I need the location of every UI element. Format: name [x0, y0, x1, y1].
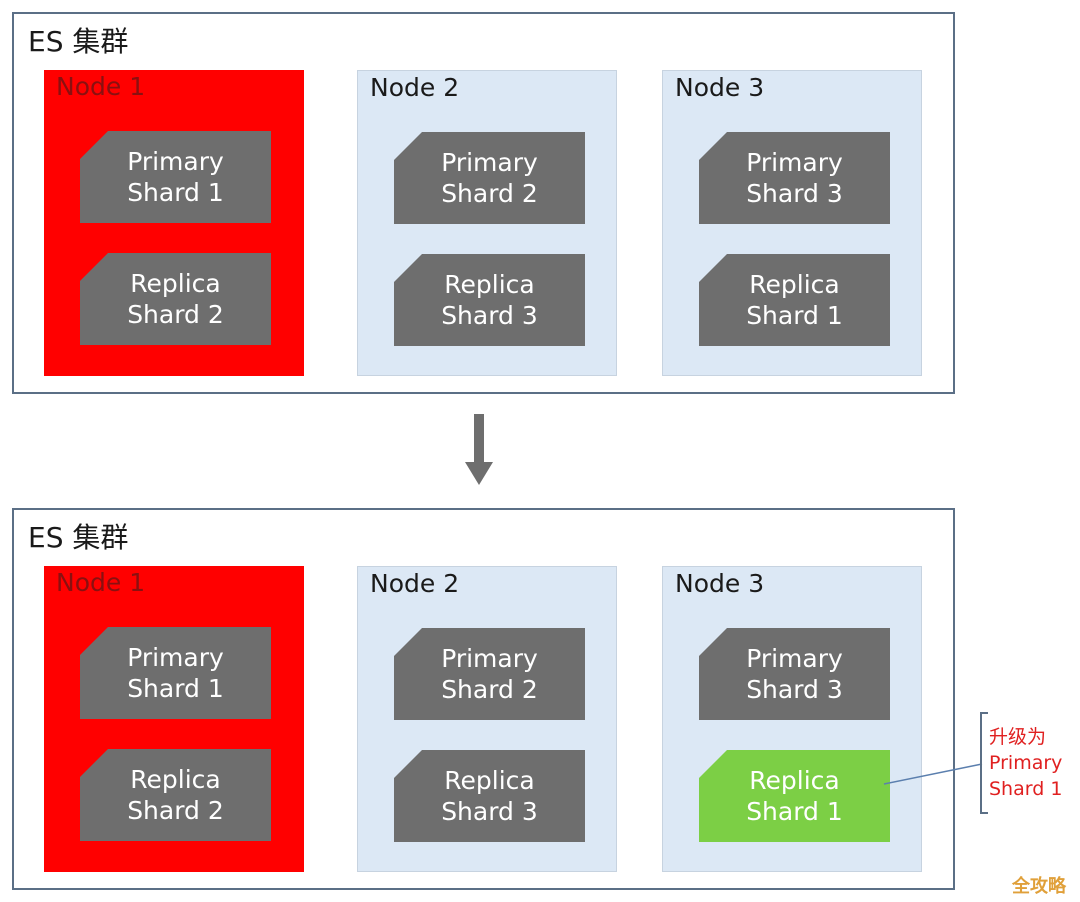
shard-id: Shard 2 — [127, 300, 224, 329]
node-2: Node 2 Primary Shard 2 Replica Shard 3 — [357, 70, 617, 376]
shard-id: Shard 3 — [746, 675, 843, 704]
node-2: Node 2 Primary Shard 2 Replica Shard 3 — [357, 566, 617, 872]
cluster-after: ES 集群 Node 1 Primary Shard 1 Replica Sha… — [12, 508, 955, 890]
node-label: Node 2 — [370, 569, 460, 598]
replica-shard: Replica Shard 1 — [699, 254, 890, 346]
shard-type: Replica — [130, 765, 221, 794]
callout-line: Primary — [989, 752, 1063, 774]
node-label: Node 1 — [56, 72, 146, 101]
cluster-title: ES 集群 — [28, 521, 129, 554]
shard-id: Shard 2 — [441, 179, 538, 208]
node-3: Node 3 Primary Shard 3 Replica Shard 1 — [662, 70, 922, 376]
shard-id: Shard 1 — [746, 797, 843, 826]
shard-id: Shard 1 — [127, 178, 224, 207]
callout-line: Shard 1 — [989, 778, 1063, 800]
shard-type: Primary — [746, 644, 843, 673]
shard-type: Primary — [441, 148, 538, 177]
replica-shard: Replica Shard 3 — [394, 750, 585, 842]
shard-type: Replica — [444, 766, 535, 795]
shard-id: Shard 1 — [746, 301, 843, 330]
primary-shard: Primary Shard 1 — [80, 131, 271, 223]
node-3: Node 3 Primary Shard 3 Replica Shard 1 — [662, 566, 922, 872]
shard-id: Shard 2 — [127, 796, 224, 825]
shard-type: Replica — [749, 270, 840, 299]
shard-type: Primary — [746, 148, 843, 177]
replica-shard: Replica Shard 2 — [80, 749, 271, 841]
shard-id: Shard 2 — [441, 675, 538, 704]
shard-type: Primary — [441, 644, 538, 673]
shard-id: Shard 3 — [441, 797, 538, 826]
shard-type: Replica — [130, 269, 221, 298]
watermark: 全攻略 — [1012, 876, 1066, 897]
primary-shard: Primary Shard 2 — [394, 628, 585, 720]
replica-shard: Replica Shard 2 — [80, 253, 271, 345]
promoted-replica-shard: Replica Shard 1 — [699, 750, 890, 842]
primary-shard: Primary Shard 3 — [699, 628, 890, 720]
down-arrow-icon — [465, 414, 493, 485]
cluster-before: ES 集群 Node 1 Primary Shard 1 Replica Sha… — [12, 12, 955, 394]
node-1: Node 1 Primary Shard 1 Replica Shard 2 — [44, 70, 304, 376]
callout-bracket — [980, 712, 988, 814]
callout-line: 升级为 — [989, 726, 1047, 748]
shard-id: Shard 1 — [127, 674, 224, 703]
cluster-title: ES 集群 — [28, 25, 129, 58]
shard-id: Shard 3 — [441, 301, 538, 330]
node-1: Node 1 Primary Shard 1 Replica Shard 2 — [44, 566, 304, 872]
node-label: Node 1 — [56, 568, 146, 597]
primary-shard: Primary Shard 2 — [394, 132, 585, 224]
primary-shard: Primary Shard 1 — [80, 627, 271, 719]
shard-type: Primary — [127, 147, 224, 176]
node-label: Node 3 — [675, 569, 765, 598]
shard-type: Primary — [127, 643, 224, 672]
node-label: Node 3 — [675, 73, 765, 102]
replica-shard: Replica Shard 3 — [394, 254, 585, 346]
node-label: Node 2 — [370, 73, 460, 102]
promotion-callout: 升级为 Primary Shard 1 — [989, 724, 1062, 802]
shard-type: Replica — [749, 766, 840, 795]
primary-shard: Primary Shard 3 — [699, 132, 890, 224]
shard-type: Replica — [444, 270, 535, 299]
shard-id: Shard 3 — [746, 179, 843, 208]
